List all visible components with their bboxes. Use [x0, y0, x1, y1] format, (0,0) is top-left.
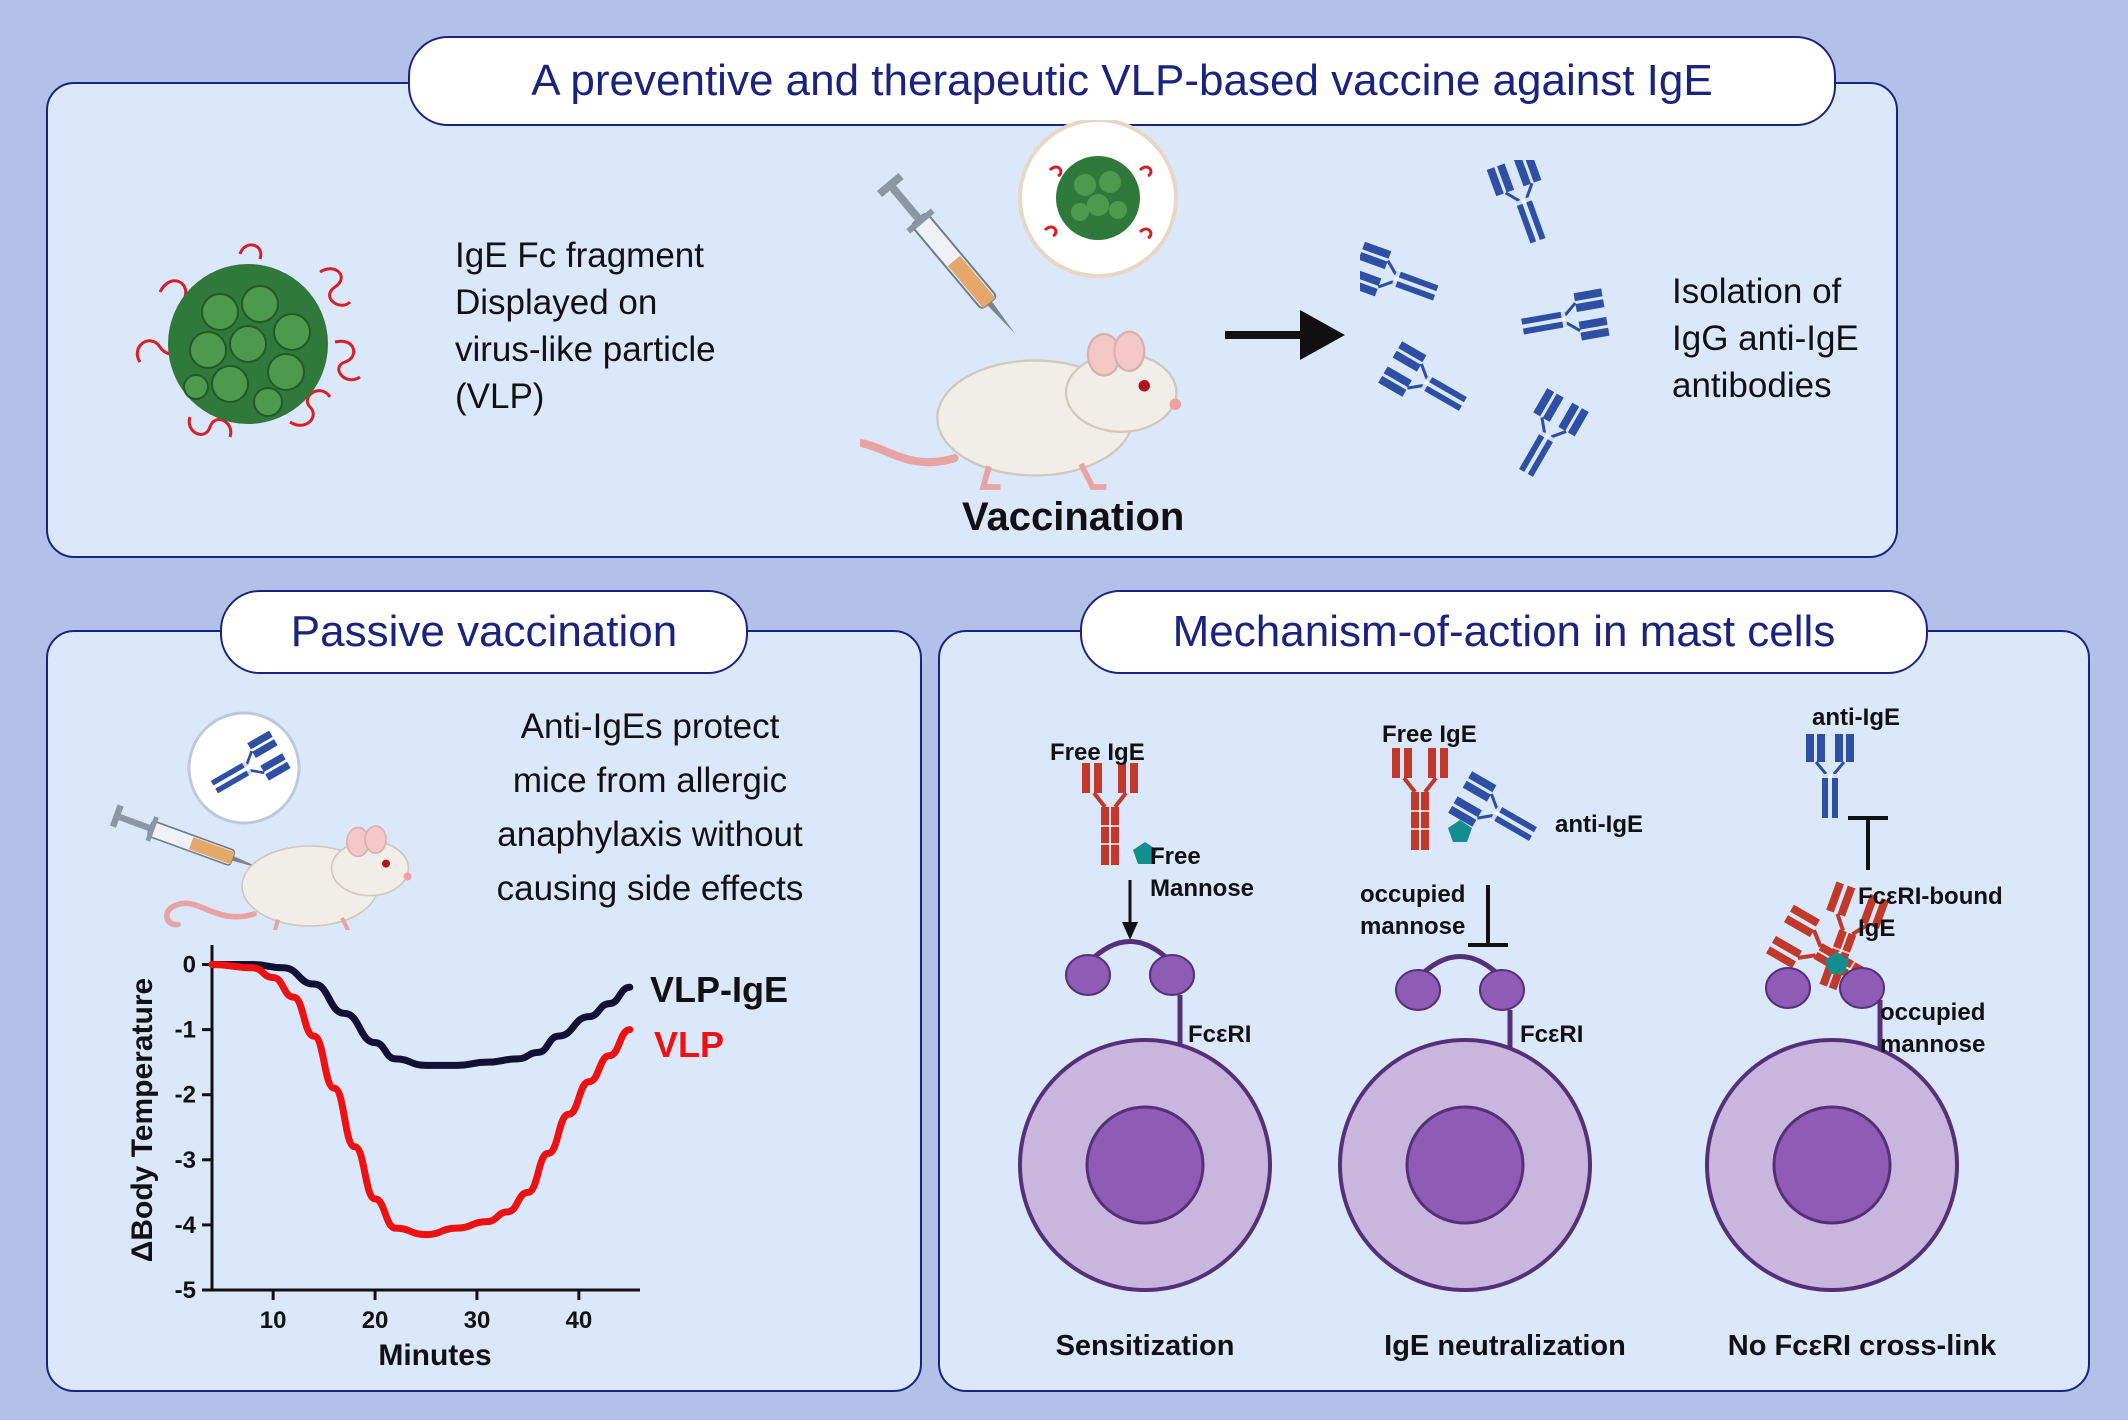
label-free-ige-1: Free IgE: [1050, 739, 1145, 766]
label-mannose-1: Mannose: [1150, 875, 1254, 902]
vlp-label-line: virus-like particle: [455, 330, 716, 369]
series-line-vlp-ige: [208, 961, 634, 1069]
vaccination-illustration: [860, 120, 1220, 500]
label-anti-ige-2: anti-IgE: [1555, 811, 1643, 838]
passive-text-line: anaphylaxis without: [497, 815, 803, 854]
vlp-label-line: IgE Fc fragment: [455, 236, 704, 275]
label-mannose-2: mannose: [1360, 913, 1465, 940]
passive-mouse-illustration: [108, 711, 420, 930]
vaccination-label: Vaccination: [962, 495, 1185, 539]
neutralization-column: Free IgE anti-IgE occupied mannose FcεRI…: [1338, 721, 1643, 1362]
caption-neutralization: IgE neutralization: [1384, 1330, 1626, 1362]
label-free-ige-2: Free IgE: [1382, 721, 1477, 748]
isolation-label-line: IgG anti-IgE: [1672, 319, 1859, 358]
legend-vlp: VLP: [654, 1024, 724, 1065]
mechanism-illustration: Free IgE Free Mannose FcεRI Sensitizatio…: [1018, 704, 2003, 1362]
passive-text: Anti-IgEs protect mice from allergic ana…: [450, 700, 850, 916]
arrow-right-icon: [1225, 310, 1345, 360]
vlp-particle-icon: [136, 243, 361, 438]
legend-vlp-ige: VLP-IgE: [650, 969, 788, 1010]
caption-sensitization: Sensitization: [1056, 1330, 1235, 1362]
x-tick-label: 30: [464, 1307, 491, 1334]
label-fceri-1: FcεRI: [1188, 1021, 1251, 1048]
igg-antibodies-illustration: [1360, 160, 1611, 487]
temperature-chart: 0 -1 -2 -3 -4 -5 10 20 30 40 Minutes ΔBody Tempe…: [130, 945, 788, 1372]
no-crosslink-column: anti-IgE FcεRI-bound IgE occupied mannos…: [1705, 704, 2003, 1362]
x-tick-label: 20: [362, 1307, 389, 1334]
y-axis-label: ΔBody Temperature: [130, 978, 159, 1262]
label-bound-1: FcεRI-bound: [1858, 883, 2003, 910]
label-free-1: Free: [1150, 843, 1201, 870]
y-tick-label: -4: [175, 1212, 197, 1239]
series-line-vlp: [208, 961, 634, 1239]
isolation-label: Isolation of IgG anti-IgE antibodies: [1672, 268, 1859, 409]
label-mannose-3: mannose: [1880, 1031, 1985, 1058]
x-tick-label: 10: [260, 1307, 287, 1334]
x-tick-label: 40: [566, 1307, 593, 1334]
caption-no-crosslink: No FcεRI cross-link: [1728, 1330, 1997, 1362]
vlp-label-line: (VLP): [455, 377, 545, 416]
y-tick-label: 0: [183, 952, 196, 979]
y-tick-label: -1: [175, 1017, 196, 1044]
passive-text-line: causing side effects: [496, 869, 804, 908]
isolation-label-line: antibodies: [1672, 366, 1832, 405]
passive-title: Passive vaccination: [220, 590, 748, 674]
passive-text-line: mice from allergic: [512, 761, 788, 800]
label-bound-2: IgE: [1858, 915, 1895, 942]
passive-text-line: Anti-IgEs protect: [520, 707, 780, 746]
x-axis-label: Minutes: [378, 1339, 491, 1372]
mechanism-title: Mechanism-of-action in mast cells: [1080, 590, 1928, 674]
vlp-label-line: Displayed on: [455, 283, 658, 322]
label-fceri-2: FcεRI: [1520, 1021, 1583, 1048]
label-anti-ige-3: anti-IgE: [1812, 704, 1900, 731]
vlp-label: IgE Fc fragment Displayed on virus-like …: [455, 232, 716, 420]
main-title: A preventive and therapeutic VLP-based v…: [408, 36, 1836, 126]
y-tick-label: -3: [175, 1147, 196, 1174]
isolation-label-line: Isolation of: [1672, 272, 1842, 311]
label-occupied-3: occupied: [1880, 999, 1985, 1026]
sensitization-column: Free IgE Free Mannose FcεRI Sensitizatio…: [1018, 739, 1272, 1362]
passive-panel: [46, 630, 922, 1392]
y-tick-label: -5: [175, 1277, 196, 1304]
y-tick-label: -2: [175, 1082, 196, 1109]
label-occupied-2: occupied: [1360, 881, 1465, 908]
